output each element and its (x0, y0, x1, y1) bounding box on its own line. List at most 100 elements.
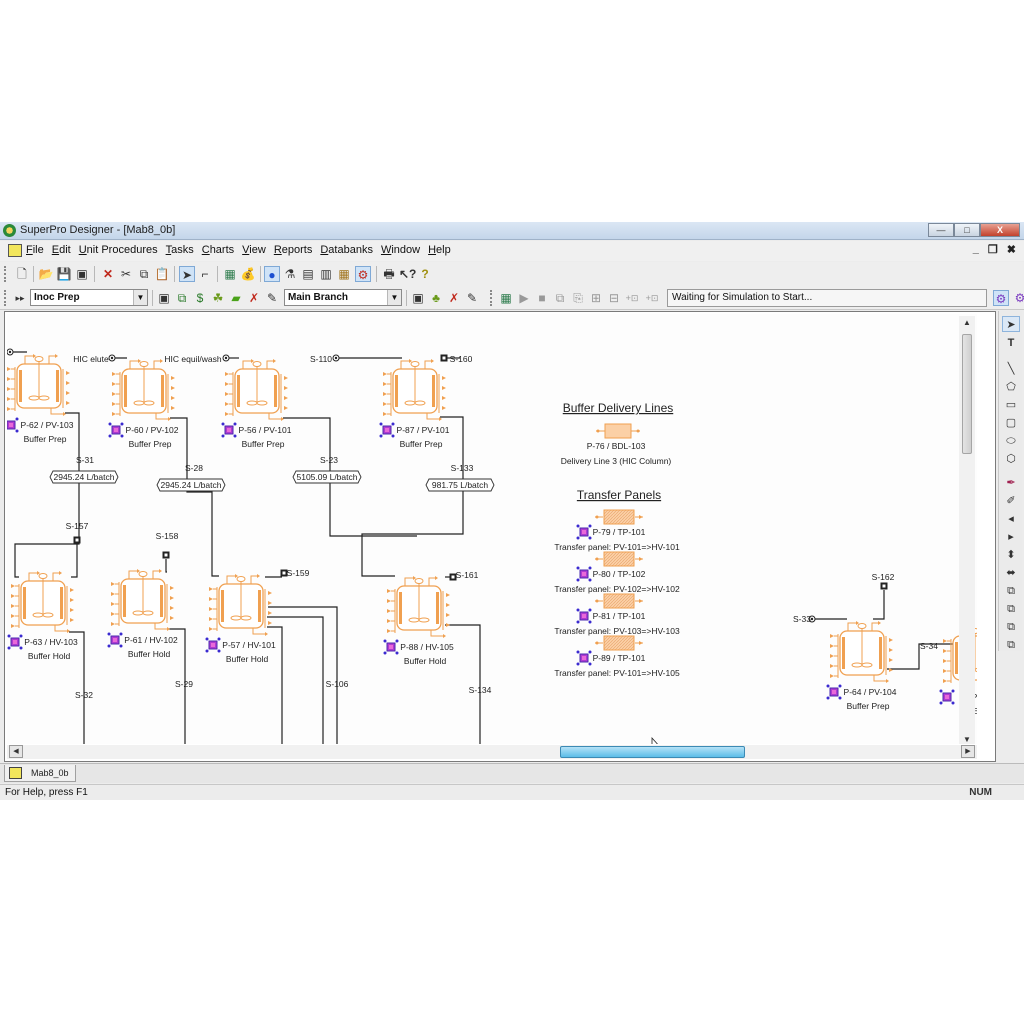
stop-icon[interactable]: ■ (538, 291, 546, 305)
step-icon[interactable]: ⧉ (555, 291, 565, 305)
vessel-p-57[interactable] (208, 573, 273, 637)
line-tool-icon[interactable]: ╲ (1007, 363, 1015, 375)
stream-source-icon[interactable] (7, 348, 14, 356)
vessel-p-64[interactable] (829, 620, 894, 684)
send-backward-icon[interactable]: ⧉ (1007, 639, 1015, 651)
toolbar-grip[interactable] (490, 290, 493, 306)
flow-tag-s-133[interactable]: 981.75 L/batch (425, 478, 495, 492)
save-all-icon[interactable]: ▣ (76, 267, 88, 281)
play-icon[interactable]: ▶ (519, 291, 529, 305)
economics-icon[interactable]: 💰 (240, 267, 256, 281)
stream-line[interactable] (170, 417, 219, 577)
horizontal-scroll-thumb[interactable] (560, 746, 745, 758)
flow-tag-s-31[interactable]: 2945.24 L/batch (49, 470, 119, 484)
horizontal-scrollbar[interactable]: ◀ ▶ (7, 745, 977, 759)
vessel-p-60[interactable] (111, 358, 176, 422)
toolbar-grip[interactable] (4, 266, 7, 282)
equipment-icon[interactable]: ▥ (320, 267, 332, 281)
stream-sink-icon[interactable] (449, 573, 457, 581)
mdi-minimize-button[interactable]: _ (972, 243, 979, 255)
stream-sink-icon[interactable] (880, 582, 888, 590)
section-combo[interactable]: Inoc Prep ▼ (30, 289, 148, 306)
paste-icon[interactable]: 📋 (154, 267, 170, 281)
vessel-p-87[interactable] (382, 358, 447, 422)
help-icon[interactable]: ? (421, 267, 429, 281)
vessel-p-88[interactable] (386, 575, 451, 639)
color-picker-icon[interactable]: ✒ (1006, 477, 1016, 489)
mdi-close-button[interactable]: ✖ (1006, 244, 1016, 256)
stream-line[interactable] (169, 628, 186, 744)
transfer-panel-2[interactable] (594, 551, 644, 567)
add-breakpoint-icon[interactable]: +⊡ (625, 293, 639, 303)
print-icon[interactable]: 🖶 (383, 267, 395, 281)
connect-streams-icon[interactable]: ⌐ (201, 267, 209, 281)
calculator-icon[interactable]: ▦ (224, 267, 236, 281)
scheduling-icon[interactable]: ▦ (338, 267, 350, 281)
new-icon[interactable]: 🗋 (17, 267, 27, 281)
stream-sink-icon[interactable] (73, 536, 81, 544)
unit-procedure-mode-icon[interactable]: ⚙ (993, 290, 1009, 306)
stream-line[interactable] (69, 631, 85, 744)
stream-source-icon[interactable] (332, 354, 340, 362)
stream-sink-icon[interactable] (440, 354, 448, 362)
section-properties-icon[interactable]: ▣ (158, 291, 170, 305)
operation-mode-icon[interactable]: ⚙ (1014, 291, 1024, 305)
stream-source-icon[interactable] (222, 354, 230, 362)
align-vertical-icon[interactable]: ⬍ (1006, 549, 1016, 561)
solve-icon[interactable]: ▦ (500, 291, 512, 305)
stream-sink-icon[interactable] (162, 551, 170, 559)
stream-line[interactable] (268, 606, 338, 744)
stream-line[interactable] (71, 544, 78, 578)
stream-sink-icon[interactable] (280, 569, 288, 577)
copy-icon[interactable]: ⧉ (139, 267, 149, 281)
align-left-icon[interactable]: ◂ (1008, 513, 1014, 525)
maximize-button[interactable]: □ (954, 223, 980, 237)
select-arrow-icon[interactable]: ➤ (1002, 316, 1020, 332)
ellipse-tool-icon[interactable]: ⬭ (1006, 435, 1016, 447)
vessel-p-61[interactable] (110, 568, 175, 632)
rename-section-icon[interactable]: ✎ (266, 291, 278, 305)
scroll-up-icon[interactable]: ▲ (963, 318, 971, 327)
chevron-down-icon[interactable]: ▼ (387, 290, 401, 305)
bring-front-icon[interactable]: ⧉ (1007, 585, 1015, 597)
cut-icon[interactable]: ✂ (120, 267, 132, 281)
section-people-icon[interactable]: ☘ (212, 291, 224, 305)
buffer-delivery-line-icon[interactable] (596, 423, 640, 439)
close-button[interactable]: X (980, 223, 1020, 237)
rounded-rect-tool-icon[interactable]: ▢ (1005, 417, 1017, 429)
bring-forward-icon[interactable]: ⧉ (1007, 621, 1015, 633)
menu-edit[interactable]: Edit (51, 244, 71, 256)
section-copy-icon[interactable]: ⧉ (177, 291, 187, 305)
pick-style-icon[interactable]: ✐ (1006, 495, 1016, 507)
save-icon[interactable]: 💾 (56, 267, 72, 281)
display-options-icon[interactable]: ⚙ (355, 266, 371, 282)
transfer-panel-3[interactable] (594, 593, 644, 609)
stream-line[interactable] (14, 412, 80, 578)
scroll-down-icon[interactable]: ▼ (963, 735, 971, 744)
step-out-icon[interactable]: ⊟ (608, 291, 620, 305)
context-help-icon[interactable]: ↖? (399, 267, 417, 281)
vertical-scrollbar[interactable]: ▲ ▼ (959, 316, 975, 744)
menu-charts[interactable]: Charts (201, 244, 235, 256)
stream-line[interactable] (445, 624, 481, 744)
flowsheet-color-icon[interactable]: ● (264, 266, 280, 282)
document-icon[interactable] (8, 244, 22, 257)
mixtures-icon[interactable]: ▤ (302, 267, 314, 281)
step-into-icon[interactable]: ⎘ (573, 291, 583, 305)
branch-properties-icon[interactable]: ▣ (412, 291, 424, 305)
menu-help[interactable]: Help (428, 244, 451, 256)
stream-source-icon[interactable] (808, 615, 816, 623)
vessel-p-62[interactable] (7, 353, 71, 417)
new-section-icon[interactable]: ▰ (231, 291, 241, 305)
new-branch-icon[interactable]: ♣ (432, 291, 440, 305)
polyline-tool-icon[interactable]: ⬠ (1006, 381, 1016, 393)
section-cost-icon[interactable]: $ (196, 291, 204, 305)
minimize-button[interactable]: — (928, 223, 954, 237)
delete-branch-icon[interactable]: ✗ (448, 291, 460, 305)
rectangle-tool-icon[interactable]: ▭ (1005, 399, 1017, 411)
menu-tasks[interactable]: Tasks (165, 244, 194, 256)
align-horizontal-icon[interactable]: ⬌ (1006, 567, 1016, 579)
transfer-panel-4[interactable] (594, 635, 644, 651)
menu-window[interactable]: Window (380, 244, 421, 256)
toolbar-grip[interactable] (4, 290, 7, 306)
